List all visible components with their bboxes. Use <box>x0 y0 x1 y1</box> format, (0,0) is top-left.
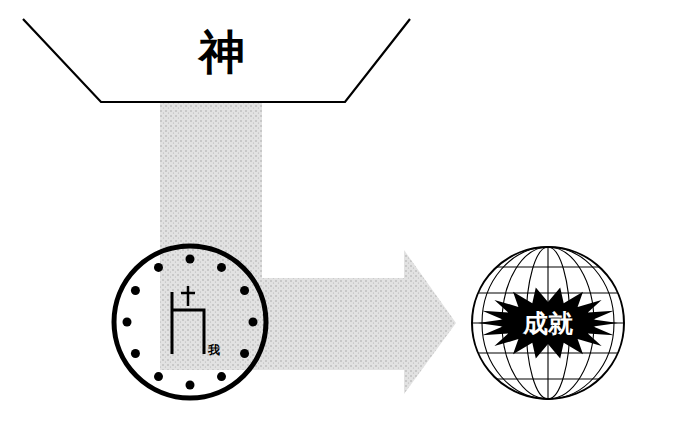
latitude <box>478 352 618 353</box>
hour-dot <box>240 349 249 358</box>
latitude <box>497 378 600 379</box>
hour-dot <box>154 372 163 381</box>
hour-dot <box>131 349 140 358</box>
hour-dot <box>131 286 140 295</box>
starburst <box>478 288 618 359</box>
hour-dot <box>240 286 249 295</box>
result-label: 成就 <box>523 307 573 340</box>
node-title: 神 <box>199 22 245 84</box>
hour-dot <box>154 263 163 272</box>
hour-dot <box>217 263 226 272</box>
globe-circle: 成就 <box>470 245 626 401</box>
hour-dot <box>186 255 195 264</box>
clock-face <box>112 244 268 400</box>
trapezoid-outline <box>23 19 410 102</box>
band-inside <box>160 244 272 370</box>
self-label: 我 <box>208 342 220 359</box>
clock-circle: 我 <box>112 244 268 400</box>
hour-dot <box>217 372 226 381</box>
band-inside <box>160 244 272 370</box>
hour-dot <box>123 318 132 327</box>
hour-dot <box>186 381 195 390</box>
latitude <box>478 292 618 293</box>
hour-dot <box>249 318 258 327</box>
latitude <box>497 266 600 267</box>
god-trapezoid: 神 <box>22 18 412 104</box>
cross-symbol <box>181 286 195 306</box>
globe <box>472 247 624 399</box>
clock-ring <box>114 246 266 398</box>
